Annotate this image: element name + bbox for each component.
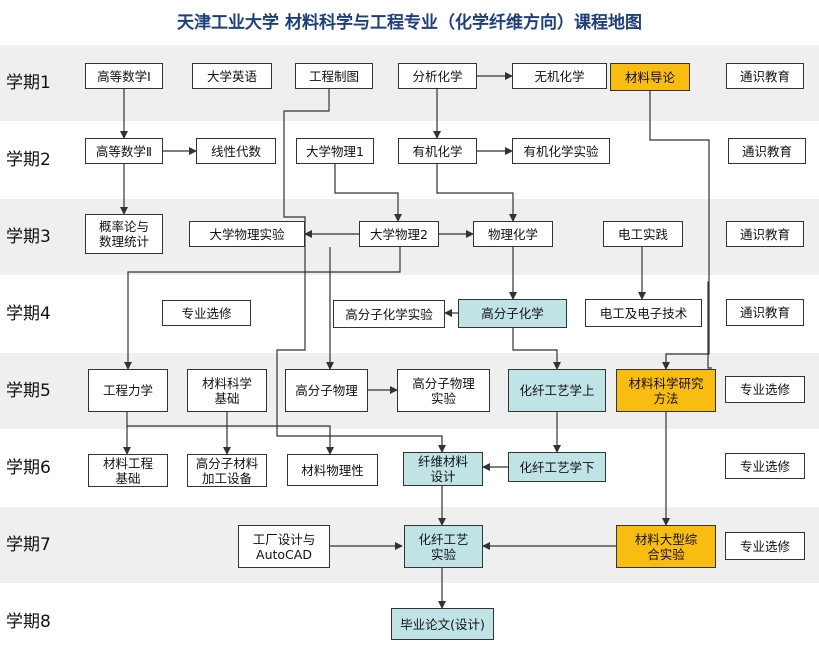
course-physics-lab: 大学物理实验 [189, 221, 305, 247]
term-label-6: 学期6 [6, 458, 51, 478]
course-analytic-chem: 分析化学 [398, 63, 477, 89]
term-label-1: 学期1 [6, 73, 51, 93]
term-label-5: 学期5 [6, 381, 51, 401]
course-elective-7: 专业选修 [725, 532, 805, 560]
course-fiber-process-1: 化纤工艺学上 [508, 369, 606, 412]
term-label-2: 学期2 [6, 150, 51, 170]
course-polymer-equipment: 高分子材料 加工设备 [187, 454, 267, 487]
course-general-2: 通识教育 [728, 138, 806, 164]
course-eng-mechanics: 工程力学 [88, 369, 168, 412]
course-fiber-lab: 化纤工艺 实验 [404, 525, 483, 568]
course-physics1: 大学物理1 [296, 138, 374, 164]
course-thesis: 毕业论文(设计) [391, 608, 494, 640]
course-math1: 高等数学Ⅰ [85, 63, 163, 89]
course-plant-design: 工厂设计与 AutoCAD [238, 525, 330, 568]
course-math2: 高等数学Ⅱ [85, 138, 163, 164]
course-drawing: 工程制图 [295, 63, 373, 89]
course-general-4: 通识教育 [726, 299, 804, 326]
course-eng-practice: 电工实践 [603, 221, 683, 247]
course-research-methods: 材料科学研究 方法 [616, 369, 716, 412]
course-physical-chem: 物理化学 [473, 221, 553, 247]
course-polymer-chem: 高分子化学 [458, 299, 567, 328]
course-elective-5: 专业选修 [725, 376, 805, 403]
course-polymer-physics: 高分子物理 [285, 369, 368, 412]
term-label-7: 学期7 [6, 535, 51, 555]
course-fiber-design: 纤维材料 设计 [403, 452, 483, 486]
course-polymer-chem-lab: 高分子化学实验 [333, 300, 445, 328]
arrow-materials-physics [127, 425, 334, 455]
page-title: 天津工业大学 材料科学与工程专业（化学纤维方向）课程地图 [177, 13, 642, 33]
course-linear-algebra: 线性代数 [196, 138, 276, 164]
course-general-1: 通识教育 [726, 63, 804, 89]
course-polymer-physics-lab: 高分子物理 实验 [397, 369, 490, 412]
course-elective-6: 专业选修 [725, 453, 805, 479]
course-fiber-process-2: 化纤工艺学下 [508, 452, 606, 482]
course-physics2: 大学物理2 [359, 221, 439, 247]
term-label-4: 学期4 [6, 304, 51, 324]
term-label-8: 学期8 [6, 612, 51, 632]
course-comprehensive-lab: 材料大型综 合实验 [616, 525, 716, 568]
course-materials-eng-basis: 材料工程 基础 [88, 454, 168, 487]
course-general-3: 通识教育 [726, 221, 804, 247]
course-organic-lab: 有机化学实验 [512, 138, 610, 164]
course-electronics: 电工及电子技术 [585, 299, 702, 327]
course-elective-4: 专业选修 [162, 300, 251, 326]
course-materials-physics: 材料物理性 [287, 454, 378, 486]
term-label-3: 学期3 [6, 227, 51, 247]
course-inorganic-chem: 无机化学 [512, 63, 607, 89]
course-english: 大学英语 [192, 63, 272, 89]
course-organic-chem: 有机化学 [398, 138, 477, 164]
course-probability: 概率论与 数理统计 [85, 214, 163, 254]
course-materials-intro: 材料导论 [610, 63, 690, 91]
course-materials-basis: 材料科学 基础 [187, 369, 267, 412]
